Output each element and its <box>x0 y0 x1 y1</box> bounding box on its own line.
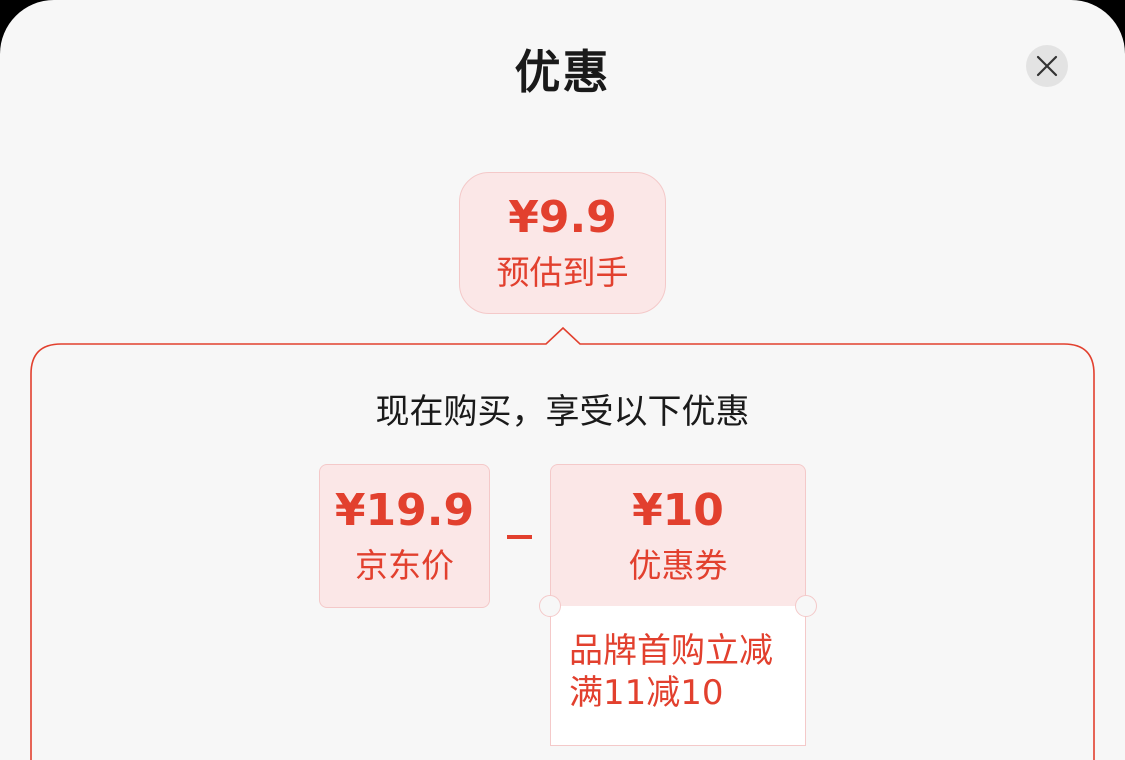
coupon-label: 优惠券 <box>628 546 728 585</box>
final-price-badge: ¥9.9 预估到手 <box>459 172 666 314</box>
close-button[interactable] <box>1026 45 1068 87</box>
final-price-label: 预估到手 <box>496 253 629 292</box>
coupon-amount: ¥10 <box>632 485 724 536</box>
coupon-notch-right <box>795 595 817 617</box>
coupon-detail-line: 满11减10 <box>569 673 724 713</box>
coupon-notch-left <box>539 595 561 617</box>
panel-title: 现在购买，享受以下优惠 <box>375 392 750 432</box>
jd-price-label: 京东价 <box>355 546 454 585</box>
final-price: ¥9.9 <box>508 192 617 243</box>
close-icon <box>1036 55 1058 77</box>
sheet-title: 优惠 <box>514 45 611 99</box>
sheet-header: 优惠 <box>0 0 1125 130</box>
jd-price-box: ¥19.9 京东价 <box>319 464 490 608</box>
coupon-detail: 品牌首购立减 满11减10 <box>550 606 806 746</box>
coupon-detail-line: 品牌首购立减 <box>569 631 773 671</box>
minus-icon <box>507 535 532 539</box>
coupon-box: ¥10 优惠券 <box>550 464 806 608</box>
jd-price-amount: ¥19.9 <box>334 485 475 536</box>
